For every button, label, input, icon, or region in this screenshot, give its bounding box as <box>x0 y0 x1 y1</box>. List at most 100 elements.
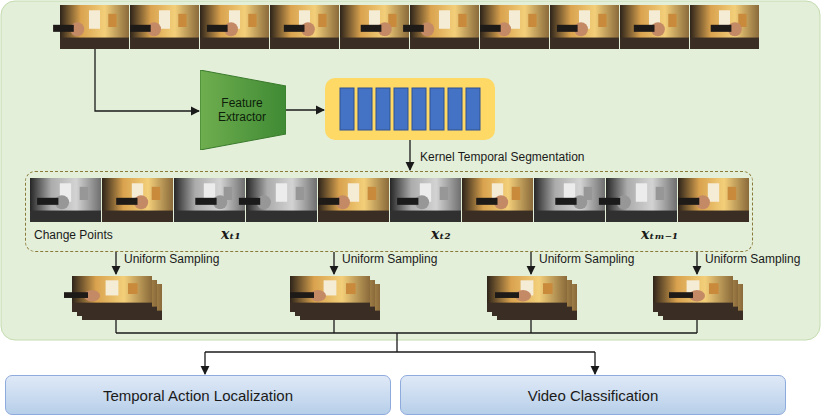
arrow <box>594 352 595 374</box>
video-frame <box>599 178 677 222</box>
frame-part <box>284 25 305 32</box>
frame-part <box>37 198 58 205</box>
video-frame <box>102 178 173 222</box>
feature-box <box>325 78 495 140</box>
frame-part <box>102 211 173 222</box>
node-text: Video Classification <box>528 387 659 404</box>
merge-line <box>696 320 697 333</box>
frame-part <box>72 303 152 312</box>
frame-part <box>246 211 317 222</box>
frame-part <box>361 25 382 32</box>
frame-part <box>708 183 719 201</box>
arrow <box>333 252 334 274</box>
video-frame <box>480 5 549 49</box>
frame-part <box>690 5 759 49</box>
video-frame <box>390 178 461 222</box>
frame-part <box>653 303 733 312</box>
feature-bar <box>376 88 390 130</box>
merge-line <box>333 320 334 333</box>
sampling-label: Uniform Sampling <box>342 252 437 266</box>
video-frame <box>290 276 370 312</box>
frame-part <box>290 303 370 312</box>
frame-part <box>270 5 339 49</box>
frame-part <box>728 187 737 200</box>
change-point-label: xₜ₂ <box>431 226 451 242</box>
frame-part <box>318 211 389 222</box>
frame-part <box>458 14 466 27</box>
frame-part <box>634 25 655 32</box>
video-frame <box>174 178 245 222</box>
video-frame <box>462 178 533 222</box>
output-box: Video Classification <box>400 375 786 415</box>
region-label: Change Points <box>34 228 113 242</box>
frame-part <box>555 198 576 205</box>
frame-part <box>296 187 305 200</box>
video-frame <box>690 5 759 49</box>
frame-part <box>476 198 497 205</box>
video-frame <box>487 276 567 312</box>
frame-part <box>178 14 186 27</box>
video-frame <box>653 276 733 312</box>
frame-part <box>636 183 647 201</box>
frame-part <box>30 211 101 222</box>
node-text: Temporal Action Localization <box>103 387 293 404</box>
merge-line <box>115 320 116 333</box>
frame-part <box>440 187 449 200</box>
sampling-label: Uniform Sampling <box>705 252 800 266</box>
frame-part <box>270 38 339 49</box>
frame-part <box>678 198 699 205</box>
frame-part <box>669 292 693 298</box>
frame-part <box>30 178 101 222</box>
frame-part <box>159 10 170 28</box>
frame-part <box>480 25 501 32</box>
video-frame <box>550 5 619 49</box>
segmented-frames <box>30 178 749 222</box>
feature-bar <box>466 88 480 130</box>
frame-part <box>346 283 356 294</box>
frame-part <box>130 25 151 32</box>
frame-part <box>195 198 216 205</box>
arrow <box>696 252 697 274</box>
video-frame <box>53 5 129 49</box>
feature-bar <box>358 88 372 130</box>
feature-extractor: Feature Extractor <box>200 70 286 150</box>
frame-part <box>106 280 119 295</box>
arrow <box>530 252 531 274</box>
frame-part <box>690 38 759 49</box>
frame-part <box>557 25 578 32</box>
frame-part <box>174 178 245 222</box>
arrow <box>204 352 205 374</box>
video-frame <box>270 5 339 49</box>
video-frame <box>130 5 199 49</box>
frame-part <box>495 292 519 298</box>
frame-part <box>656 187 665 200</box>
input-frames <box>53 5 759 49</box>
frame-part <box>116 198 137 205</box>
video-frame <box>64 276 152 312</box>
frame-part <box>534 211 605 222</box>
frame-part <box>348 183 359 201</box>
frame-part <box>340 5 409 49</box>
sampled-frames <box>64 276 743 320</box>
frame-part <box>606 211 677 222</box>
frame-part <box>534 178 605 222</box>
video-frame <box>239 178 317 222</box>
frame-part <box>462 178 533 222</box>
frame-part <box>509 10 520 28</box>
frame-part <box>668 14 676 27</box>
background-panel <box>1 1 820 340</box>
video-frame <box>534 178 605 222</box>
frame-part <box>290 276 370 312</box>
step-label: Kernel Temporal Segmentation <box>420 150 585 164</box>
frame-part <box>678 178 749 222</box>
feature-bar <box>340 88 354 130</box>
frame-part <box>462 211 533 222</box>
frame-part <box>340 38 409 49</box>
change-point-region: Change Pointsxₜ₁xₜ₂xₜₘ₋₁ <box>25 171 753 252</box>
frame-part <box>318 178 389 222</box>
frame-part <box>318 198 339 205</box>
arrow <box>409 140 410 170</box>
frame-part <box>410 38 479 49</box>
frame-part <box>108 14 116 27</box>
